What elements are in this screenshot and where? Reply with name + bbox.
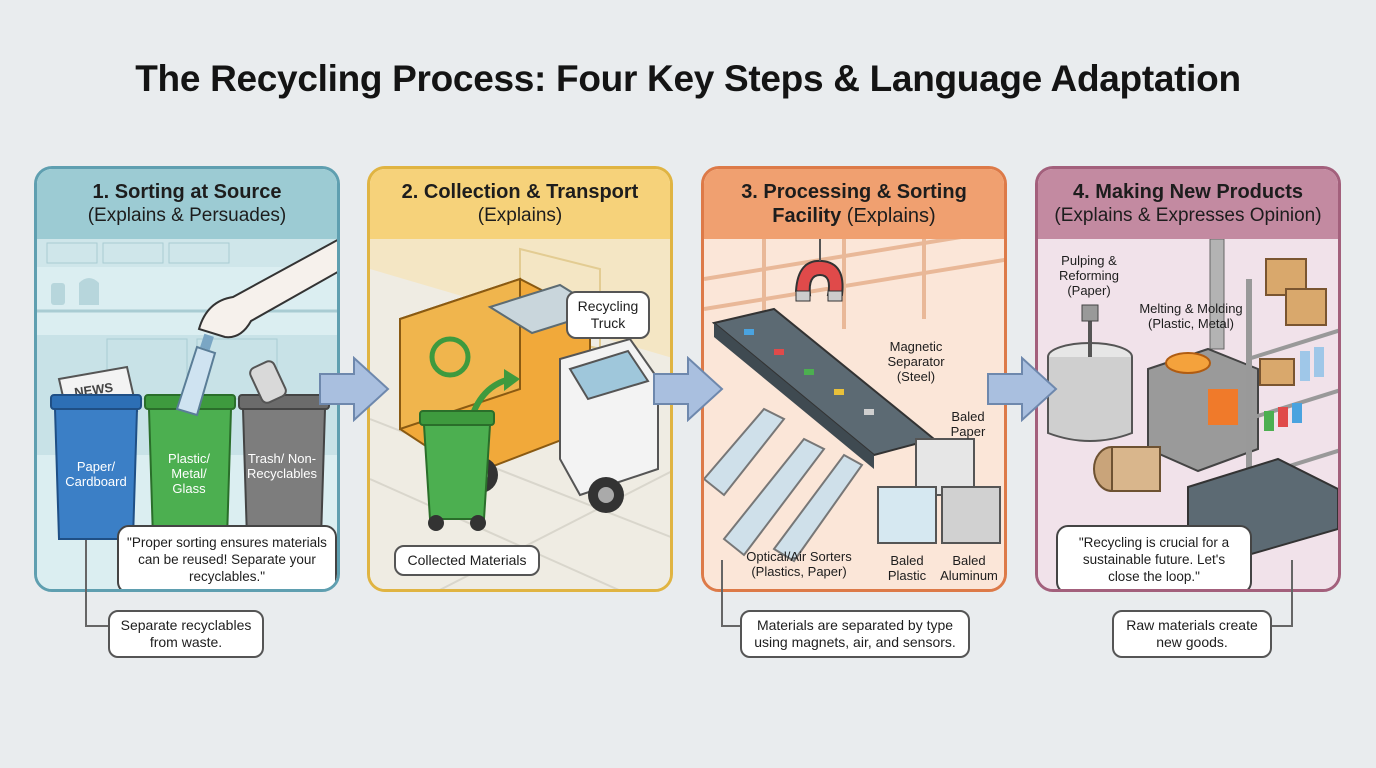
baled-aluminum-icon [941,486,1001,544]
caption-processing: Materials are separated by type using ma… [740,610,970,658]
pulping-tank-icon [1047,304,1133,442]
panel-making-new-products: 4. Making New Products (Explains & Expre… [1035,166,1341,592]
panel-3-heading-line2: Facility [772,205,842,227]
product-shelf-icon [1246,258,1338,519]
plastic-bottle-icon [175,333,217,417]
panel-4-illustration: Pulping & Reforming (Paper) Melting & Mo… [1038,239,1338,589]
caption-sorting: Separate recyclables from waste. [108,610,264,658]
panel-3-header: 3. Processing & Sorting Facility (Explai… [704,169,1004,239]
furnace-icon [1147,239,1259,473]
panel-1-heading: 1. Sorting at Source [92,181,282,203]
baled-aluminum-label: Baled Aluminum [940,553,998,583]
flow-arrow-1-icon [319,356,390,422]
aluminum-can-icon [249,360,287,404]
opinion-quote-bubble: "Recycling is crucial for a sustainable … [1056,525,1252,589]
magnet-icon [794,239,844,302]
caption-new-products: Raw materials create new goods. [1112,610,1272,658]
page-title: The Recycling Process: Four Key Steps & … [135,58,1241,99]
baled-plastic-label: Baled Plastic [887,553,927,583]
optical-sorters-label: Optical/Air Sorters (Plastics, Paper) [746,549,852,579]
flow-arrow-2-icon [653,356,724,422]
magnetic-separator-label: Magnetic Separator (Steel) [887,339,945,384]
panel-2-heading: 2. Collection & Transport [401,181,639,203]
facility-scene-illustration [704,239,1004,589]
baled-paper-label: Baled Paper [950,409,986,439]
blue-paper-bin [50,394,142,540]
bin-label-paper: Paper/ Cardboard [65,459,127,489]
panel-3-heading: 3. Processing & Sorting [741,181,967,203]
panel-1-header: 1. Sorting at Source (Explains & Persuad… [37,169,337,239]
panel-4-subheading: (Explains & Expresses Opinion) [1054,205,1322,226]
pulping-label: Pulping & Reforming (Paper) [1059,253,1119,298]
panel-collection-transport: 2. Collection & Transport (Explains) [367,166,673,592]
recycling-truck-label: Recycling Truck [566,291,650,339]
bin-label-plastic: Plastic/ Metal/ Glass [168,451,210,496]
panel-3-illustration: Magnetic Separator (Steel) Baled Paper O… [704,239,1004,589]
green-wheelie-bin-icon [419,410,495,531]
panel-2-subheading: (Explains) [477,205,563,226]
melting-label: Melting & Molding (Plastic, Metal) [1139,301,1243,331]
persuasive-quote-bubble: "Proper sorting ensures materials can be… [117,525,337,589]
panel-2-illustration: Recycling Truck Collected Materials [370,239,670,589]
panel-4-header: 4. Making New Products (Explains & Expre… [1038,169,1338,239]
collected-materials-label: Collected Materials [394,545,540,576]
baled-paper-icon [915,438,975,496]
hand-icon [197,239,337,339]
panel-3-subheading: (Explains) [846,205,936,227]
panel-4-heading: 4. Making New Products [1072,181,1304,203]
flow-arrow-3-icon [987,356,1058,422]
baled-plastic-icon [877,486,937,544]
paper-roll-icon [1093,446,1161,492]
panel-2-header: 2. Collection & Transport (Explains) [370,169,670,239]
bin-label-trash: Trash/ Non- Recyclables [246,451,318,481]
panel-processing-sorting: 3. Processing & Sorting Facility (Explai… [701,166,1007,592]
kitchen-scene-illustration: NEWS [37,239,337,589]
panel-1-illustration: NEWS [37,239,337,589]
panel-1-subheading: (Explains & Persuades) [87,205,287,226]
panel-sorting-at-source: 1. Sorting at Source (Explains & Persuad… [34,166,340,592]
